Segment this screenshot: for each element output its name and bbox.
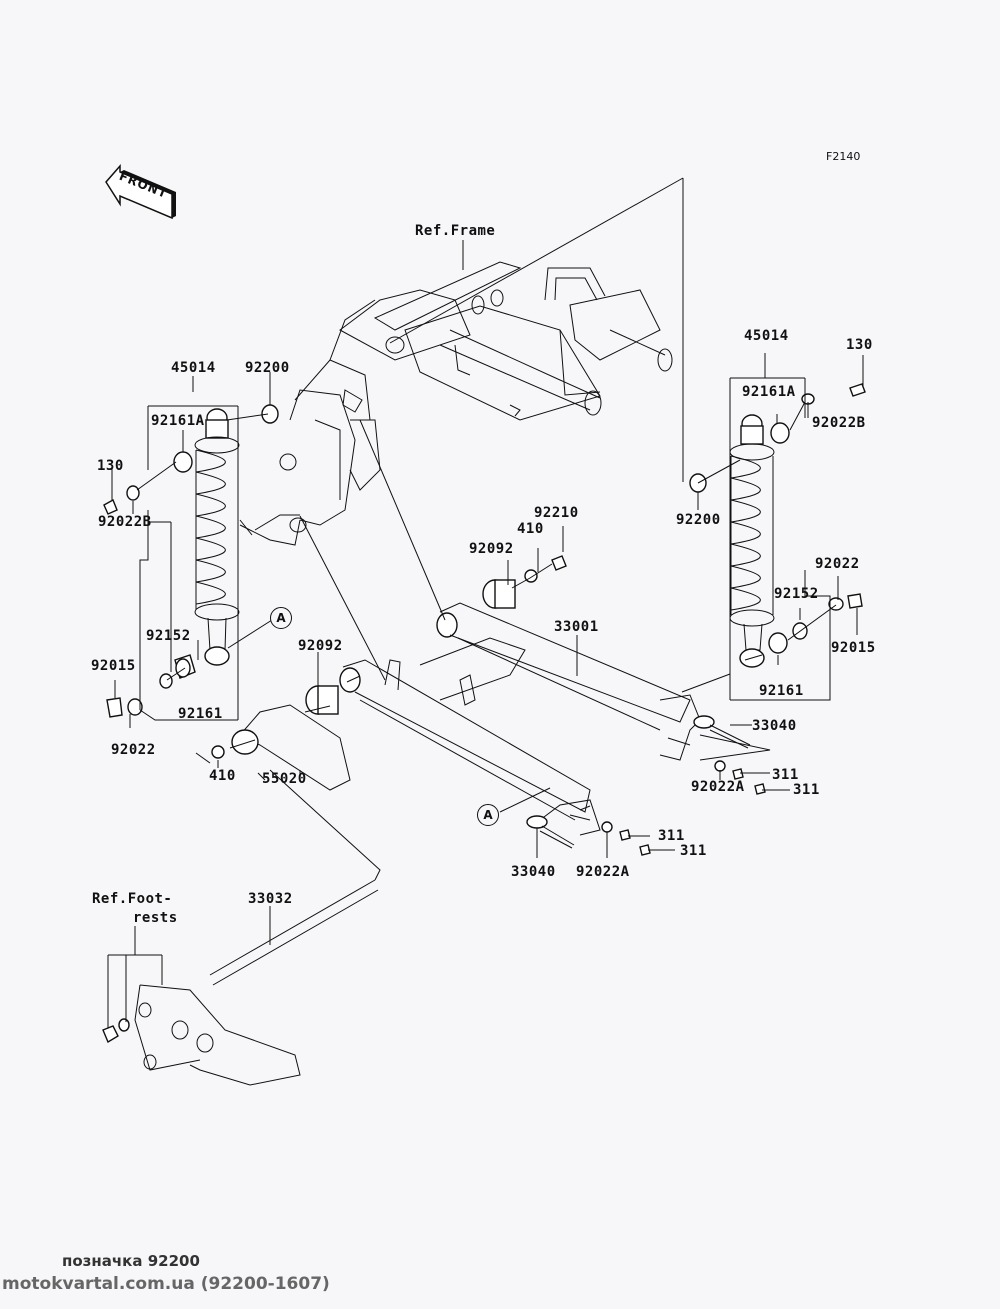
front-arrow-icon <box>105 164 176 220</box>
source-watermark: motokvartal.com.ua (92200-1607) <box>2 1274 330 1294</box>
part-label-92092[interactable]: 92092 <box>469 541 514 557</box>
caption-text: позначка 92200 <box>62 1252 200 1270</box>
part-label-92161[interactable]: 92161 <box>178 706 223 722</box>
ref-frame-label: Ref.Frame <box>415 223 496 239</box>
part-label-92015[interactable]: 92015 <box>91 658 136 674</box>
chain-guard-drawing <box>211 704 351 791</box>
part-label-92152[interactable]: 92152 <box>774 586 819 602</box>
figure-code: F2140 <box>826 150 861 163</box>
part-label-55020[interactable]: 55020 <box>262 771 307 787</box>
part-label-130[interactable]: 130 <box>846 337 873 353</box>
part-label-130[interactable]: 130 <box>97 458 124 474</box>
part-label-45014[interactable]: 45014 <box>744 328 789 344</box>
part-label-92152[interactable]: 92152 <box>146 628 191 644</box>
part-label-92022b[interactable]: 92022B <box>98 514 152 530</box>
callout-a-marker: A <box>477 804 499 826</box>
front-direction-indicator: FRONT <box>104 162 176 224</box>
adjusters-drawing <box>526 715 766 856</box>
swingarm-drawing <box>305 555 701 836</box>
ref-footrests-label-line1: Ref.Foot- <box>92 891 173 907</box>
frame-drawing <box>239 261 673 546</box>
part-label-311[interactable]: 311 <box>772 767 799 783</box>
part-label-92200[interactable]: 92200 <box>676 512 721 528</box>
part-label-33040[interactable]: 33040 <box>752 718 797 734</box>
part-label-45014[interactable]: 45014 <box>171 360 216 376</box>
ref-footrests-label-line2: rests <box>133 910 178 926</box>
part-label-92022[interactable]: 92022 <box>815 556 860 572</box>
part-label-33032[interactable]: 33032 <box>248 891 293 907</box>
part-label-92022a[interactable]: 92022A <box>576 864 630 880</box>
part-label-92210[interactable]: 92210 <box>534 505 579 521</box>
part-label-92022b[interactable]: 92022B <box>812 415 866 431</box>
part-label-92022[interactable]: 92022 <box>111 742 156 758</box>
part-label-410[interactable]: 410 <box>517 521 544 537</box>
part-label-92161a[interactable]: 92161A <box>742 384 796 400</box>
callout-a-marker: A <box>270 607 292 629</box>
part-label-92015[interactable]: 92015 <box>831 640 876 656</box>
left-shock-drawing <box>103 404 279 718</box>
part-label-92200[interactable]: 92200 <box>245 360 290 376</box>
leader-lines <box>107 177 864 1028</box>
part-label-92161a[interactable]: 92161A <box>151 413 205 429</box>
part-label-311[interactable]: 311 <box>658 828 685 844</box>
part-label-92161[interactable]: 92161 <box>759 683 804 699</box>
part-label-92022a[interactable]: 92022A <box>691 779 745 795</box>
footrest-drawing <box>102 879 379 1086</box>
part-label-410[interactable]: 410 <box>209 768 236 784</box>
part-label-33001[interactable]: 33001 <box>554 619 599 635</box>
part-label-92092[interactable]: 92092 <box>298 638 343 654</box>
part-label-311[interactable]: 311 <box>680 843 707 859</box>
part-label-311[interactable]: 311 <box>793 782 820 798</box>
part-label-33040[interactable]: 33040 <box>511 864 556 880</box>
